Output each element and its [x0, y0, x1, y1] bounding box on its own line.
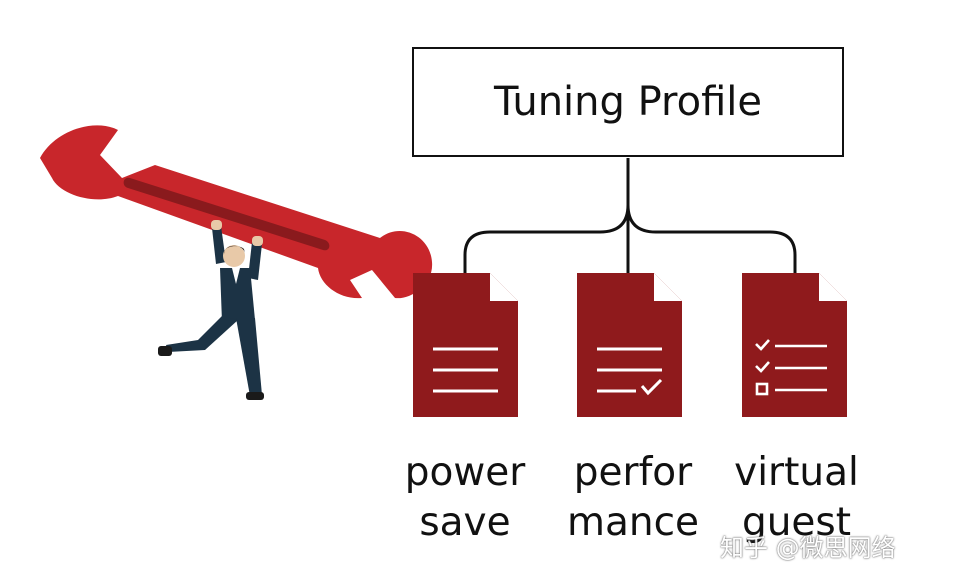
document-lines-icon [413, 273, 518, 417]
watermark: 知乎 @微思网络 [720, 534, 896, 562]
businessman-head [223, 245, 245, 267]
businessman-shirt [232, 268, 240, 284]
profile-label-line2: guest [741, 500, 852, 545]
profile-label-line1: perfor [573, 450, 693, 495]
document-lines [433, 347, 498, 393]
connector-tree [463, 158, 797, 275]
checkbox-empty-icon [755, 382, 769, 396]
checklist [755, 339, 827, 396]
businessman-hand-left [211, 220, 222, 230]
document-virtual-guest [742, 273, 847, 417]
profile-label-performance: perfor mance [563, 448, 703, 548]
profile-label-line1: virtual [734, 450, 859, 495]
profile-label-line2: save [419, 500, 511, 545]
wrench-icon [40, 125, 433, 299]
title-text: Tuning Profile [493, 79, 762, 125]
document-fold [819, 273, 847, 301]
document-fold [654, 273, 682, 301]
profile-label-line2: mance [566, 500, 700, 545]
profile-label-line1: power [404, 450, 526, 495]
connector-right [626, 204, 797, 275]
document-lines [597, 347, 663, 396]
businessman-leg-front [236, 318, 262, 396]
document-performance [577, 273, 682, 417]
check-icon [640, 378, 663, 396]
businessman-arm-right [248, 242, 262, 280]
document-power-save [413, 273, 518, 417]
businessman-arm-left [212, 226, 226, 264]
check-icon [755, 339, 770, 351]
businessman-icon [158, 220, 264, 400]
document-fold [490, 273, 518, 301]
businessman-torso [220, 268, 255, 322]
title-box: Tuning Profile [412, 47, 844, 157]
connector-left [463, 204, 630, 275]
profile-label-power-save: power save [400, 448, 530, 548]
document-check-icon [577, 273, 682, 417]
profile-label-virtual-guest: virtual guest [724, 448, 869, 548]
check-icon [755, 361, 770, 373]
businessman-leg-back [166, 316, 238, 352]
businessman-shoe-back [158, 346, 172, 356]
wrench-groove [123, 177, 330, 251]
businessman-shoe-front [246, 392, 264, 400]
businessman-hand-right [252, 236, 263, 246]
